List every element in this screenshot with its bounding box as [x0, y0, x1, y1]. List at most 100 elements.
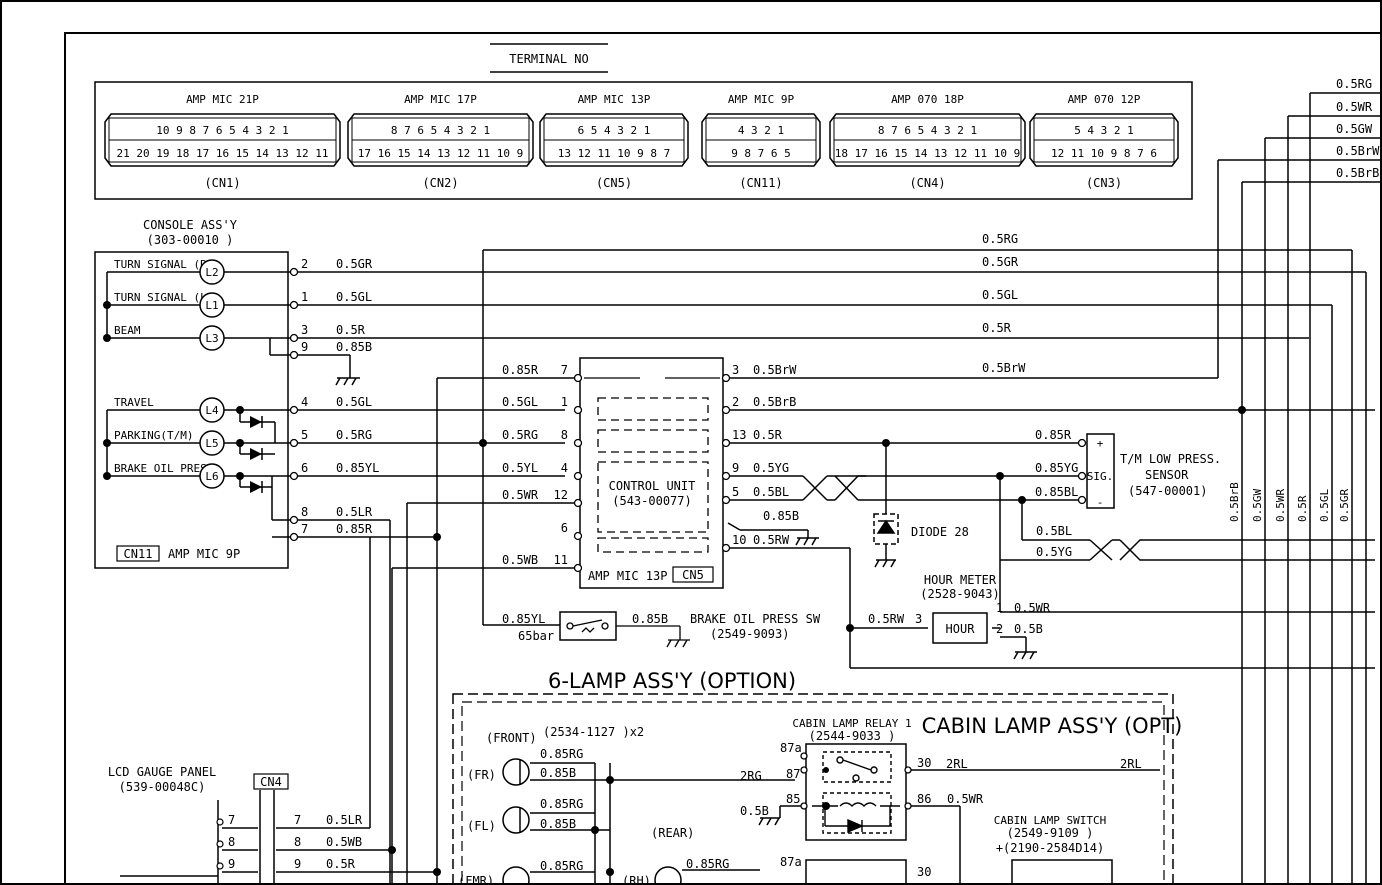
hour-meter-box: [932, 612, 988, 644]
vertical-wire-label: 0.5GR: [1338, 489, 1351, 522]
cu-ground: [795, 530, 819, 546]
cu-pin-terminal: [573, 498, 583, 508]
six-lamp-inner-box: [461, 701, 1165, 885]
top-wire-label: 0.5RG: [982, 232, 1018, 246]
cu-left-wire: 0.5WR: [502, 488, 539, 502]
console-pin-wire: 0.85YL: [336, 461, 379, 475]
connector-type: AMP MIC 17P: [404, 93, 477, 106]
pin-terminal: [289, 532, 299, 542]
cu-pin-terminal: [573, 438, 583, 448]
connector-top-pins: 4 3 2 1: [738, 124, 784, 137]
console-connector-type: AMP MIC 9P: [168, 547, 240, 561]
lamp-icon: [199, 430, 225, 456]
cu-right-wire: 0.5RW: [753, 533, 790, 547]
cu-right-pin: 9: [732, 461, 739, 475]
relay-wire-2rl-b: 2RL: [1120, 757, 1142, 771]
cu-pin-terminal: [721, 495, 731, 505]
cu-right-pin: 5: [732, 485, 739, 499]
relay-part: (2544-9033 ): [809, 729, 896, 743]
relay2-box: [805, 859, 907, 885]
connector-bottom-pins: 9 8 7 6 5: [731, 147, 791, 160]
sensor-pin: [1077, 495, 1087, 505]
connector-top-pins: 5 4 3 2 1: [1074, 124, 1134, 137]
connector-bottom-pins: 12 11 10 9 8 7 6: [1051, 147, 1157, 160]
relay-pin-85: 85: [786, 792, 800, 806]
vertical-wire-label: 0.5BrB: [1228, 482, 1241, 522]
lamp-fmr: (FMR): [458, 874, 494, 885]
rear-wire-rg2: 0.85RG: [686, 857, 729, 871]
cu-left-wiring: [389, 250, 575, 885]
relay-pin-87a: 87a: [780, 741, 802, 755]
lamp-label: TURN SIGNAL (L): [114, 291, 213, 304]
relay-name: CABIN LAMP RELAY 1: [792, 717, 911, 730]
cabin-switch-part: (2549-9109 ): [1007, 826, 1094, 840]
cu-pin-terminal: [721, 373, 731, 383]
relay-pin-terminals: [800, 752, 912, 810]
sensor-minus: -: [1097, 496, 1104, 509]
console-title: CONSOLE ASS'Y: [143, 218, 238, 232]
relay-internals: [780, 751, 1160, 834]
cu-pin-terminal: [573, 373, 583, 383]
connector-outline: [539, 113, 689, 167]
pin-terminal: [289, 471, 299, 481]
console-pin-number: 6: [301, 461, 308, 475]
connector-bottom-pins: 17 16 15 14 13 12 11 10 9: [358, 147, 524, 160]
cu-right-pin: 10: [732, 533, 746, 547]
console-pin-number: 5: [301, 428, 308, 442]
cu-left-pin: 7: [561, 363, 568, 377]
connector-id: (CN3): [1086, 176, 1122, 190]
lamp-fl: (FL): [467, 819, 496, 833]
brake-switch-symbol: [566, 619, 690, 648]
lcd-pin-wire: 0.5R: [326, 857, 356, 871]
inner-frame: [64, 32, 1382, 885]
cu-left-pin: 11: [554, 553, 568, 567]
sensor-sig: SIG.: [1087, 470, 1114, 483]
right-bus: [1218, 92, 1382, 885]
lamp-label: BRAKE OIL PRESS: [114, 462, 213, 475]
connector-type: AMP MIC 9P: [728, 93, 795, 106]
lamp-rh: (RH): [622, 874, 651, 885]
connector-id: (CN2): [422, 176, 458, 190]
console-pin-wire: 0.5RG: [336, 428, 372, 442]
lcd-pin-right: 7: [294, 813, 301, 827]
right-bus-label: 0.5BrB: [1336, 166, 1379, 180]
right-bus-label: 0.5RG: [1336, 77, 1372, 91]
relay-wire-05b: 0.5B: [740, 804, 769, 818]
brake-switch-part: (2549-9093): [710, 627, 789, 641]
relay-wire-2rl: 2RL: [946, 757, 968, 771]
hour-meter-wire1: 0.5WR: [1014, 601, 1051, 615]
console-pin-wire: 0.85B: [336, 340, 372, 354]
junction-dots: [103, 301, 1246, 876]
vertical-wire-label: 0.5GL: [1318, 489, 1331, 522]
rear-label: (REAR): [651, 826, 694, 840]
lcd-panel-name: LCD GAUGE PANEL: [108, 765, 216, 779]
sensor-wire-label: 0.85YG: [1035, 461, 1078, 475]
lamp-icon: [199, 325, 225, 351]
lamp-fr: (FR): [467, 768, 496, 782]
console-pin-wire: 0.5GL: [336, 395, 372, 409]
lcd-tag-box: [253, 773, 289, 790]
rear-wire-rg: 0.85RG: [540, 859, 583, 873]
lamp-icon: [199, 292, 225, 318]
lamp-icon: [199, 463, 225, 489]
cu-right-wire: 0.5R: [753, 428, 783, 442]
lamp-label: PARKING(T/M): [114, 429, 193, 442]
sensor-wire-label: 0.85R: [1035, 428, 1072, 442]
front-part: (2534-1127 )x2: [543, 725, 644, 739]
lamp-id: L6: [205, 470, 218, 483]
cu-left-wire: 0.85R: [502, 363, 539, 377]
control-unit-internal: [584, 377, 720, 553]
cu-right-pin: 2: [732, 395, 739, 409]
cu-left-pin: 6: [561, 521, 568, 535]
connector-top-pins: 8 7 6 5 4 3 2 1: [391, 124, 490, 137]
control-unit-tag-box: [672, 566, 714, 583]
connector-top-pins: 6 5 4 3 2 1: [578, 124, 651, 137]
pin-terminal: [289, 405, 299, 415]
cabin-lamp-title: CABIN LAMP ASS'Y (OPT): [922, 714, 1183, 738]
connector-outline: [701, 113, 821, 167]
lcd-pin-terminal: [216, 862, 224, 870]
control-unit-connector-type: AMP MIC 13P: [588, 569, 667, 583]
lamp-label: TURN SIGNAL (R): [114, 258, 213, 271]
